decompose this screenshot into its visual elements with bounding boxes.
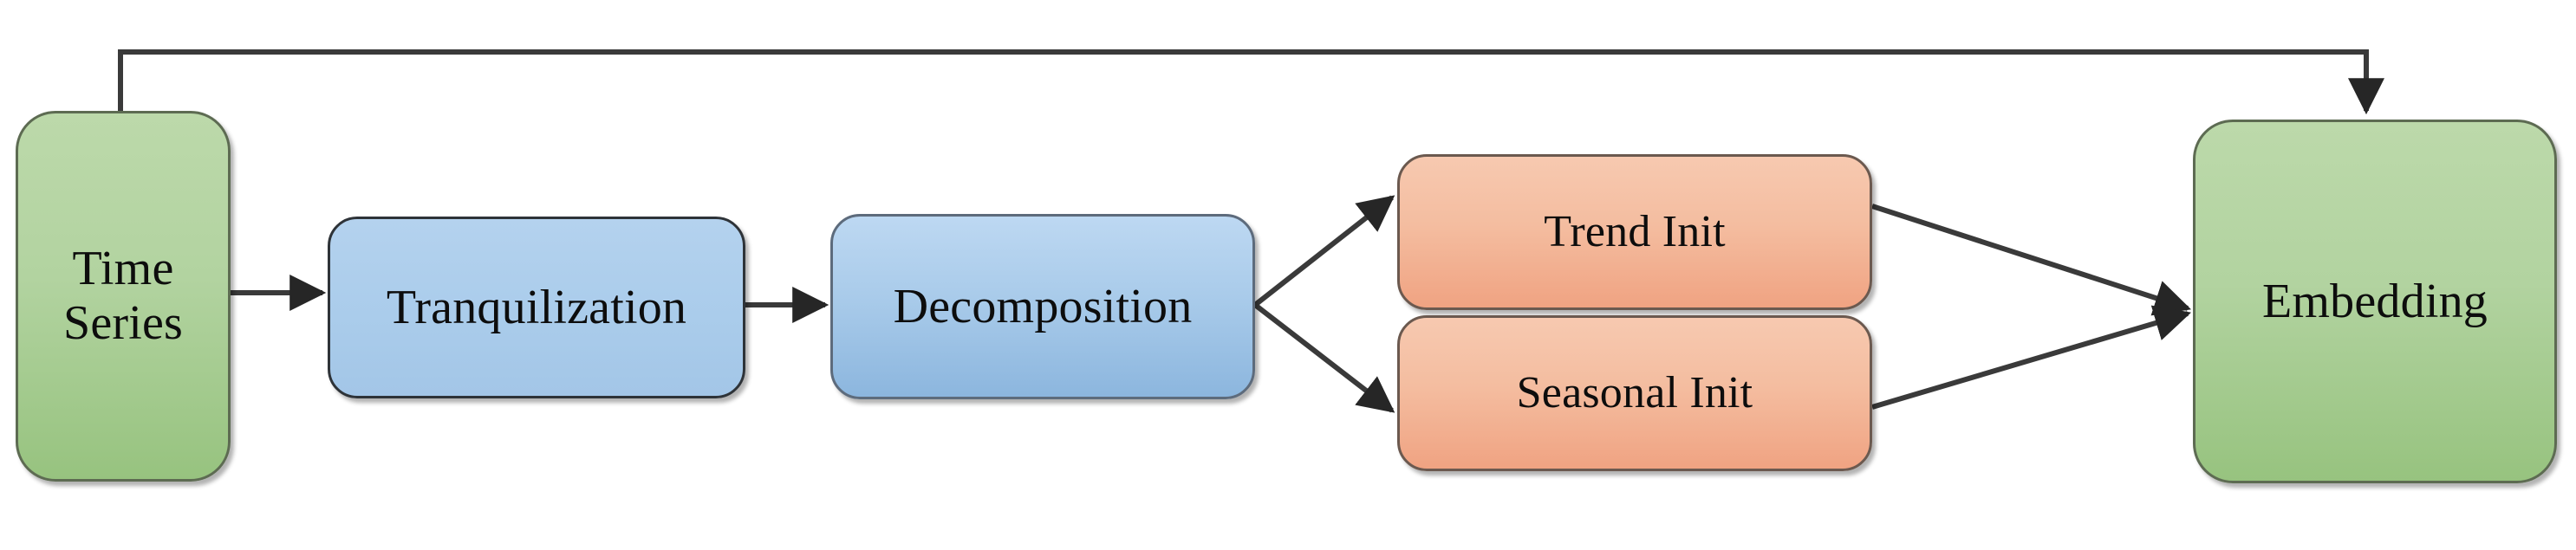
node-time-series[interactable]: Time Series xyxy=(16,111,231,482)
edge-decomposition-to-trend-init xyxy=(1253,195,1395,307)
node-tranquilization[interactable]: Tranquilization xyxy=(328,217,745,398)
node-decomposition-label: Decomposition xyxy=(893,279,1193,333)
edge-trend-init-to-embedding xyxy=(1871,204,2191,316)
node-trend-init-label: Trend Init xyxy=(1544,206,1726,256)
node-seasonal-init[interactable]: Seasonal Init xyxy=(1397,315,1872,471)
node-time-series-label: Time Series xyxy=(62,242,184,350)
edge-seasonal-init-to-embedding xyxy=(1871,305,2192,410)
node-trend-init[interactable]: Trend Init xyxy=(1397,154,1872,310)
node-decomposition[interactable]: Decomposition xyxy=(830,214,1255,399)
node-tranquilization-label: Tranquilization xyxy=(386,280,687,334)
node-embedding-label: Embedding xyxy=(2262,274,2488,328)
edge-time-series-to-embedding xyxy=(118,49,2384,115)
edge-decomposition-to-seasonal-init xyxy=(1253,302,1395,413)
node-seasonal-init-label: Seasonal Init xyxy=(1516,367,1753,417)
node-embedding[interactable]: Embedding xyxy=(2193,120,2557,483)
